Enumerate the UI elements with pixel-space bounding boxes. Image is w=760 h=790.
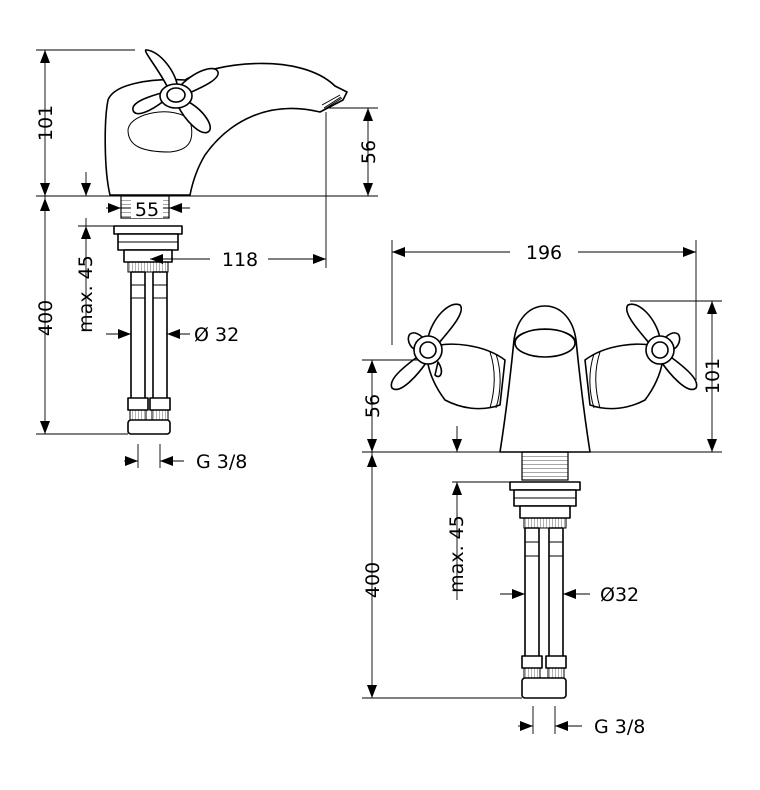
right-cross-handle-front xyxy=(625,303,698,391)
right-arm-front xyxy=(584,343,664,410)
side-dim-max45: max. 45 xyxy=(75,255,97,333)
front-dim-400: 400 xyxy=(362,562,384,598)
side-dim-101: 101 xyxy=(35,105,57,141)
left-arm-ring xyxy=(489,351,495,409)
left-cross-handle-front xyxy=(390,303,463,391)
front-dim-thread: G 3/8 xyxy=(594,716,645,738)
side-view: 101 56 55 118 400 max. 45 xyxy=(35,49,380,473)
hoses-front xyxy=(521,527,567,699)
side-dim-56: 56 xyxy=(358,140,380,164)
front-dim-196: 196 xyxy=(526,242,562,264)
faucet-body-side xyxy=(104,62,348,196)
front-dim-max45: max. 45 xyxy=(446,515,468,593)
side-dim-118: 118 xyxy=(222,249,258,271)
cross-handle-side xyxy=(132,49,219,134)
left-arm-ring-2 xyxy=(495,353,501,409)
handle-recess-side xyxy=(127,111,193,153)
left-arm-front xyxy=(426,343,506,410)
front-dim-101: 101 xyxy=(702,358,724,394)
side-dim-55: 55 xyxy=(135,199,159,221)
side-dim-thread: G 3/8 xyxy=(196,451,247,473)
aerator-lines xyxy=(321,94,342,109)
side-dim-400: 400 xyxy=(35,300,57,336)
side-dim-diameter: Ø 32 xyxy=(194,324,239,346)
base-thread-front xyxy=(521,451,569,481)
mounting-nut-side xyxy=(113,225,183,273)
spout-outlet xyxy=(319,97,343,113)
right-arm-ring xyxy=(595,351,601,409)
front-dim-56: 56 xyxy=(362,394,384,418)
front-dim-diameter: Ø32 xyxy=(600,584,639,606)
faucet-body-front xyxy=(499,305,591,453)
right-arm-ring-2 xyxy=(589,353,595,409)
hoses-side xyxy=(127,271,171,435)
front-view: 196 101 56 400 max. 45 Ø32 xyxy=(362,240,724,738)
mounting-nut-front xyxy=(509,481,581,529)
spout-lip-front xyxy=(514,329,576,341)
